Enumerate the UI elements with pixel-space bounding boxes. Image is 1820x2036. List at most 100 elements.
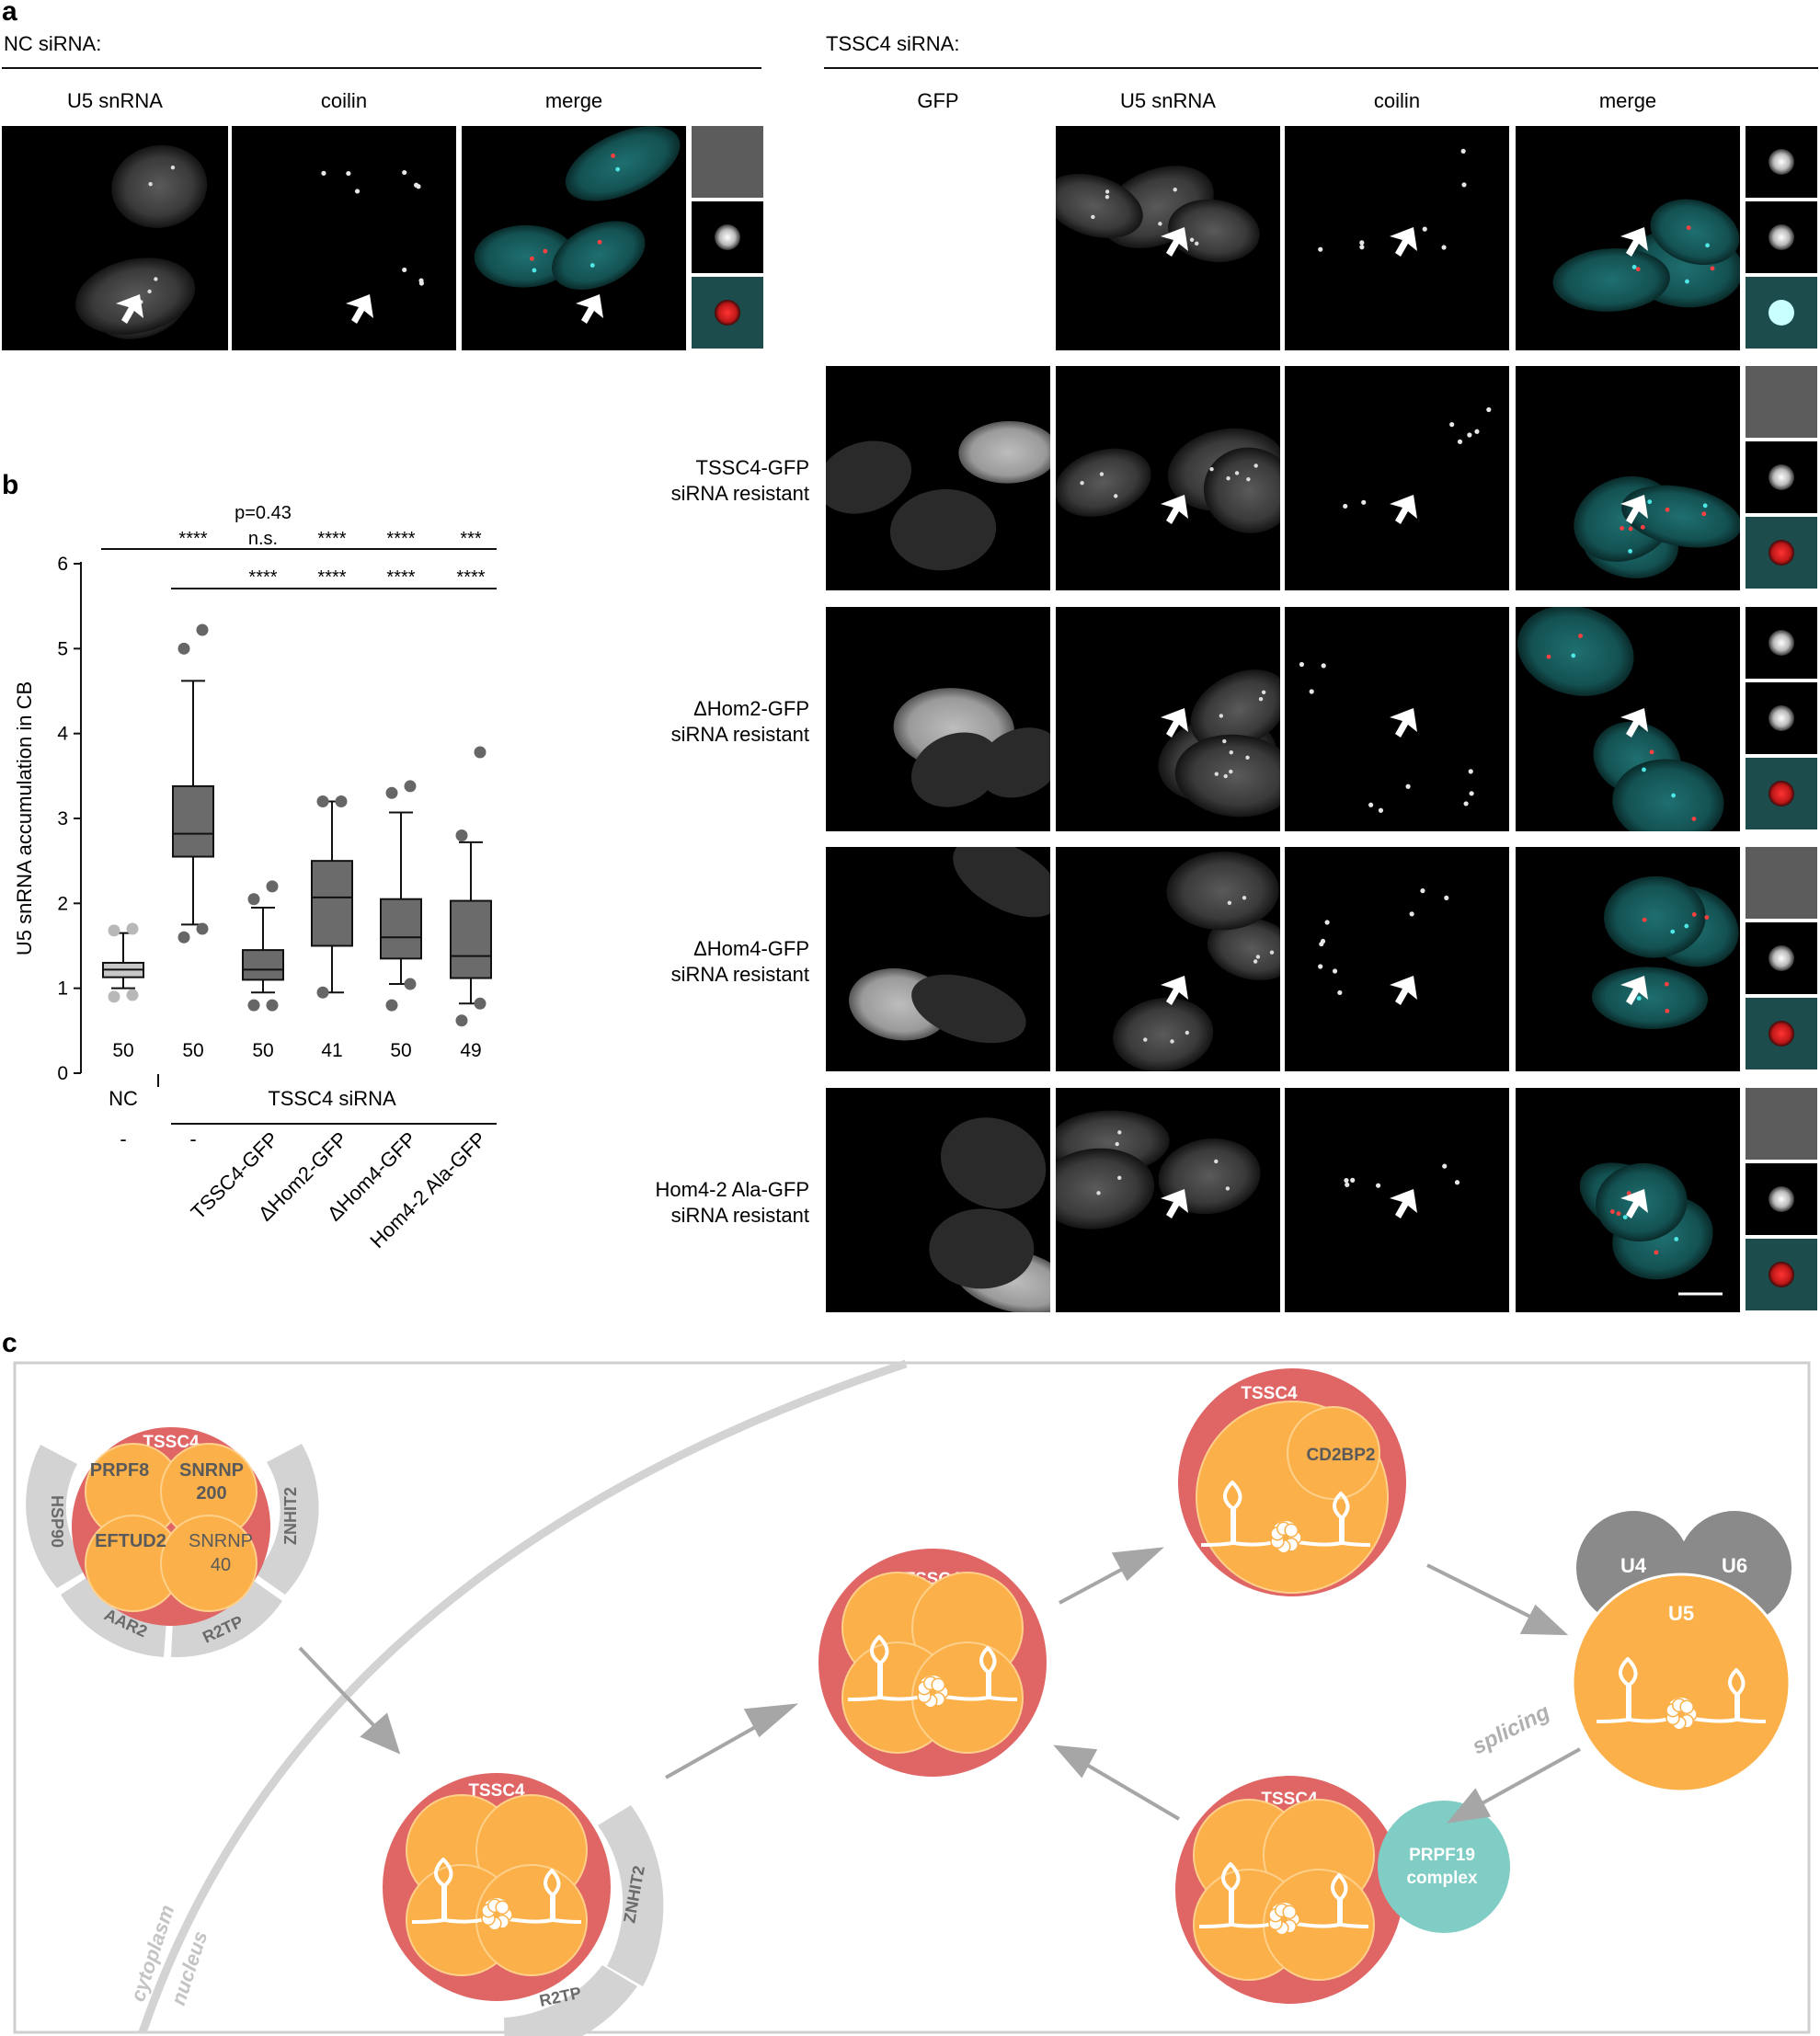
cajal-body-dot [346,170,351,177]
micrograph-gfp [826,1088,1050,1312]
inset-white-dot [1746,441,1817,513]
panel-a-label: a [2,0,17,27]
aar2-arc [61,1574,166,1657]
box-0 [102,922,144,1003]
inset-red-dot [692,277,763,349]
outlier-point [474,746,486,759]
u4-label: U4 [1620,1554,1647,1577]
micrograph-coilin [1285,366,1509,590]
box-1 [172,623,214,944]
arrow-4 [1426,1563,1539,1622]
cajal-body-dot [1269,950,1275,955]
sm-ring [481,1898,513,1931]
arrowhead-marker [1161,227,1188,257]
snrnp200-label-2: 200 [196,1483,226,1504]
cd2bp2-label: CD2BP2 [1307,1446,1376,1465]
row-label-resistant: siRNA resistant [671,482,809,505]
iqr-box [311,860,353,947]
tssc4-label: TSSC4 [143,1433,200,1452]
cajal-body-dot [1253,463,1258,468]
arrowhead-marker [1620,976,1648,1005]
arrowhead-marker [576,294,603,324]
nucleus-shape [111,144,208,228]
cajal-body-dot [532,268,537,273]
cajal-body-dot [1647,499,1653,505]
eftud2-label: EFTUD2 [95,1531,166,1551]
micrograph-coilin [1285,847,1509,1071]
nucleus-shape [958,421,1050,484]
nuclear-r2tp-complex: TSSC4 ZNHIT2 R2TP [383,1773,664,2036]
y-tick-label: 4 [57,724,68,745]
arrowhead-marker [1390,708,1417,738]
nucleus-shape [1604,875,1706,958]
nucleus-shape [552,221,646,291]
row-label-construct: ΔHom2-GFP [693,697,809,720]
y-tick-label: 2 [57,893,68,914]
cajal-body-dot [1405,784,1411,789]
cajal-body-dot [1117,1130,1122,1135]
row-label-resistant: siRNA resistant [671,963,809,986]
nc-column-label: merge [545,89,602,112]
inset-white-dot [1746,607,1817,679]
inset-gray-blur [1746,366,1817,438]
iqr-box [380,898,422,960]
outlier-point [404,780,417,793]
micrograph-merge [1516,607,1740,831]
cajal-body-dot [1258,696,1264,702]
micrograph-u5 [2,126,228,350]
arrow-6 [1083,1762,1181,1821]
cajal-body-dot [530,256,534,261]
ns-pvalue-label: p=0.43 [235,503,292,523]
cajal-body-dot [1710,266,1715,271]
n-label: 50 [182,1040,203,1061]
snrnp200-label-1: SNRNP [179,1460,244,1481]
cajal-body-dot [1318,964,1323,969]
prpf19-complex: TSSC4 PRPF19 complex [1175,1776,1510,2004]
znhit2-arc [255,1444,319,1595]
nucleus-shape [474,224,575,288]
cajal-body-dot [1091,214,1095,220]
cajal-body-dot [1622,1215,1628,1220]
cd2bp2-subunit [1287,1406,1380,1500]
u6-label: U6 [1722,1554,1747,1577]
cajal-body-dot [1261,690,1266,695]
cajal-body-dot [1467,432,1472,438]
cajal-body-dot [1449,422,1455,428]
arrow-3 [1059,1561,1134,1605]
znhit2-arc-2 [598,1805,664,1986]
inset-white-dot [1746,126,1817,198]
nucleus-shape [953,847,1050,918]
nucleus-shape [941,1117,1047,1209]
cajal-body-dot [1460,148,1466,154]
nc-column-label: coilin [321,89,367,112]
panel-b-label: b [2,470,18,500]
prpf8-label: PRPF8 [90,1460,149,1481]
outlier-point [474,997,486,1010]
nucleus-shape [1517,607,1634,696]
nucleus-shape [1207,917,1280,980]
cajal-body-dot [1214,1159,1219,1164]
cajal-body-dot [1701,511,1707,517]
cajal-body-dot [1223,773,1228,779]
arrowhead-marker [1161,1189,1188,1218]
arrow-1-head [360,1712,401,1755]
nucleus-shape [1174,734,1280,818]
cajal-body-dot [1309,689,1314,694]
y-tick-label: 1 [57,978,68,1000]
cajal-body-dot [1345,1182,1350,1187]
inset-white-dot [692,201,763,273]
cajal-body-dot [543,248,548,254]
hsp90-arc [26,1445,90,1588]
inset-white-dot [1746,922,1817,994]
construct-tick-label: Hom4-2 Ala-GFP [365,1127,490,1252]
tssc4-column-label: U5 snRNA [1120,89,1216,112]
cajal-body-dot [1631,264,1637,269]
cajal-body-dot [154,277,158,281]
tssc4-header: TSSC4 siRNA: [826,32,959,55]
r2tp-arc [171,1579,282,1658]
inset-gray-blur [692,126,763,198]
tssc4-column-label: merge [1599,89,1656,112]
